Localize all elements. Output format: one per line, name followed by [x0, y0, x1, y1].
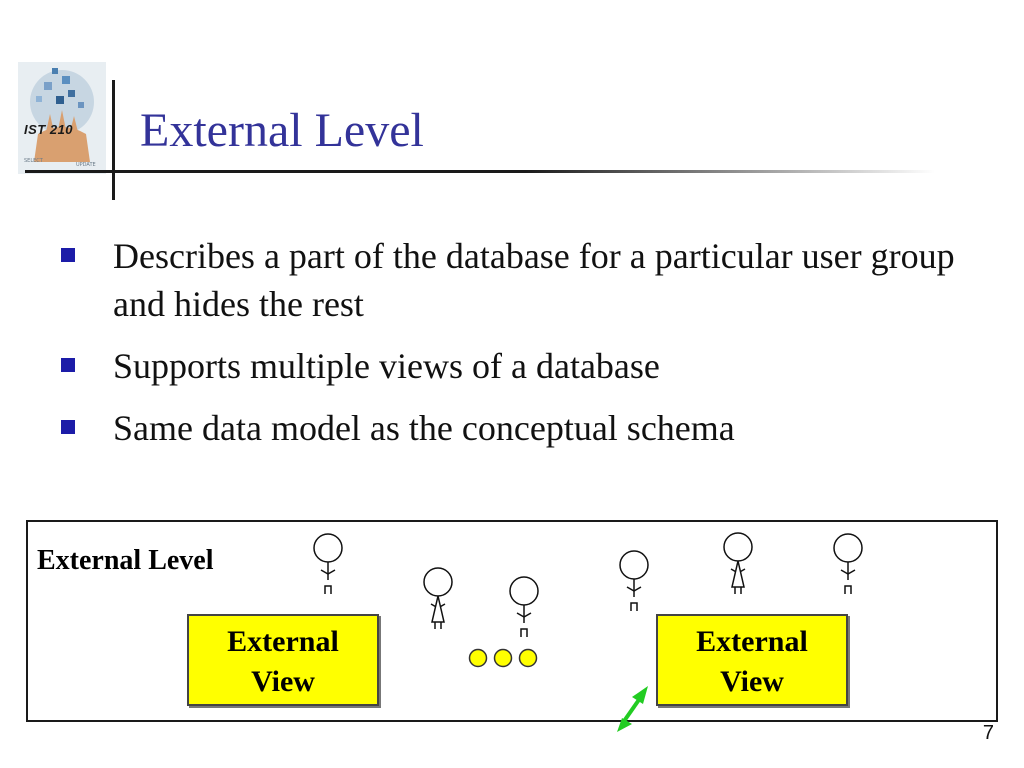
external-view-box: External View [187, 614, 379, 706]
external-level-diagram [26, 520, 998, 722]
slide-number: 7 [982, 722, 994, 744]
bullet-item: Describes a part of the database for a p… [55, 232, 1005, 328]
bullet-text: Supports multiple views of a database [113, 346, 660, 386]
bullet-text: Describes a part of the database for a p… [113, 236, 955, 324]
course-logo: SELECT UPDATE IST 210 [18, 62, 106, 174]
title-horizontal-rule [25, 170, 935, 173]
svg-text:UPDATE: UPDATE [76, 162, 96, 168]
slide-title: External Level [140, 104, 424, 157]
square-bullet-icon [61, 358, 75, 372]
bullet-text: Same data model as the conceptual schema [113, 408, 735, 448]
bullet-list: Describes a part of the database for a p… [55, 232, 1005, 466]
view-label-line1: External [696, 625, 808, 658]
view-label-line2: View [251, 665, 315, 698]
external-view-box: External View [656, 614, 848, 706]
bullet-item: Same data model as the conceptual schema [55, 404, 1005, 452]
logo-text: IST 210 [24, 122, 74, 137]
view-label-line2: View [720, 665, 784, 698]
bullet-item: Supports multiple views of a database [55, 342, 1005, 390]
square-bullet-icon [61, 420, 75, 434]
view-label-line1: External [227, 625, 339, 658]
svg-text:SELECT: SELECT [24, 158, 44, 164]
square-bullet-icon [61, 248, 75, 262]
diagram-level-label: External Level [37, 545, 214, 576]
title-vertical-rule [112, 80, 115, 200]
